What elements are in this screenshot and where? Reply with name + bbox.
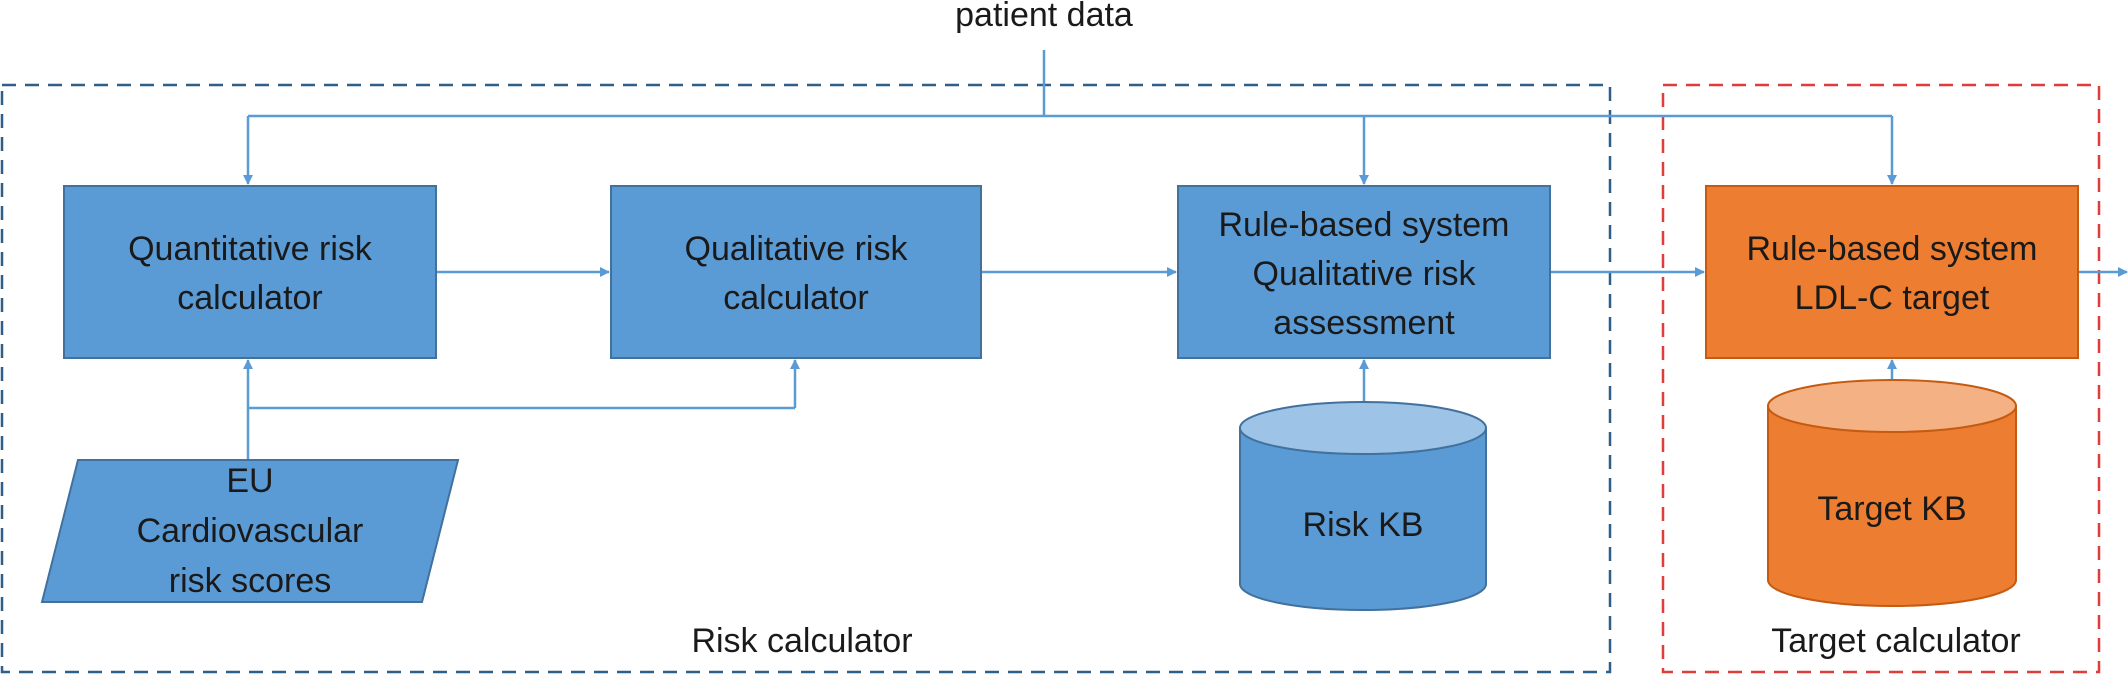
node-quantitative-risk-calculator: Quantitative risk calculator: [63, 185, 437, 359]
eu-scores-parallelogram: [40, 459, 460, 603]
rule-risk-box: [1177, 185, 1551, 359]
risk-kb-cylinder-body: [1239, 427, 1487, 611]
risk-kb-cylinder-top: [1239, 401, 1487, 455]
qualitative-label-line-2: calculator: [723, 279, 869, 317]
eu-scores-label-line-2: Cardiovascular: [137, 512, 364, 550]
target-kb-cylinder-body: [1767, 405, 2017, 607]
target-calculator-group-label: Target calculator: [1771, 622, 2020, 660]
diagram-title: patient data: [955, 0, 1133, 34]
node-rule-based-risk-assessment: Rule-based system Qualitative risk asses…: [1177, 185, 1551, 359]
quantitative-box: [63, 185, 437, 359]
risk-calculator-group-label: Risk calculator: [691, 622, 912, 660]
quantitative-label-line-1: Quantitative risk: [128, 230, 373, 268]
rule-target-label-line-1: Rule-based system: [1746, 230, 2037, 268]
qualitative-box: [610, 185, 982, 359]
node-qualitative-risk-calculator: Qualitative risk calculator: [610, 185, 982, 359]
target-calculator-group-border: [1661, 83, 2101, 674]
quantitative-label-line-2: calculator: [177, 279, 323, 317]
risk-kb-label: Risk KB: [1303, 506, 1424, 544]
target-kb-cylinder-top: [1767, 379, 2017, 433]
rule-target-box: [1705, 185, 2079, 359]
eu-scores-label-line-3: risk scores: [169, 562, 331, 600]
connectors: [243, 50, 2128, 462]
rule-risk-label-line-1: Rule-based system: [1218, 206, 1509, 244]
qualitative-label-line-1: Qualitative risk: [685, 230, 909, 268]
node-eu-risk-scores: EU Cardiovascular risk scores: [40, 459, 460, 603]
eu-scores-label-line-1: EU: [226, 462, 273, 500]
node-risk-kb: Risk KB: [1239, 401, 1487, 611]
target-kb-label: Target KB: [1817, 490, 1966, 528]
rule-target-label-line-2: LDL-C target: [1795, 279, 1990, 317]
node-rule-based-ldl-target: Rule-based system LDL-C target: [1705, 185, 2079, 359]
rule-risk-label-line-2: Qualitative risk: [1253, 255, 1477, 293]
risk-calculator-group-border: [0, 83, 1612, 674]
rule-risk-label-line-3: assessment: [1273, 304, 1455, 342]
node-target-kb: Target KB: [1767, 379, 2017, 607]
